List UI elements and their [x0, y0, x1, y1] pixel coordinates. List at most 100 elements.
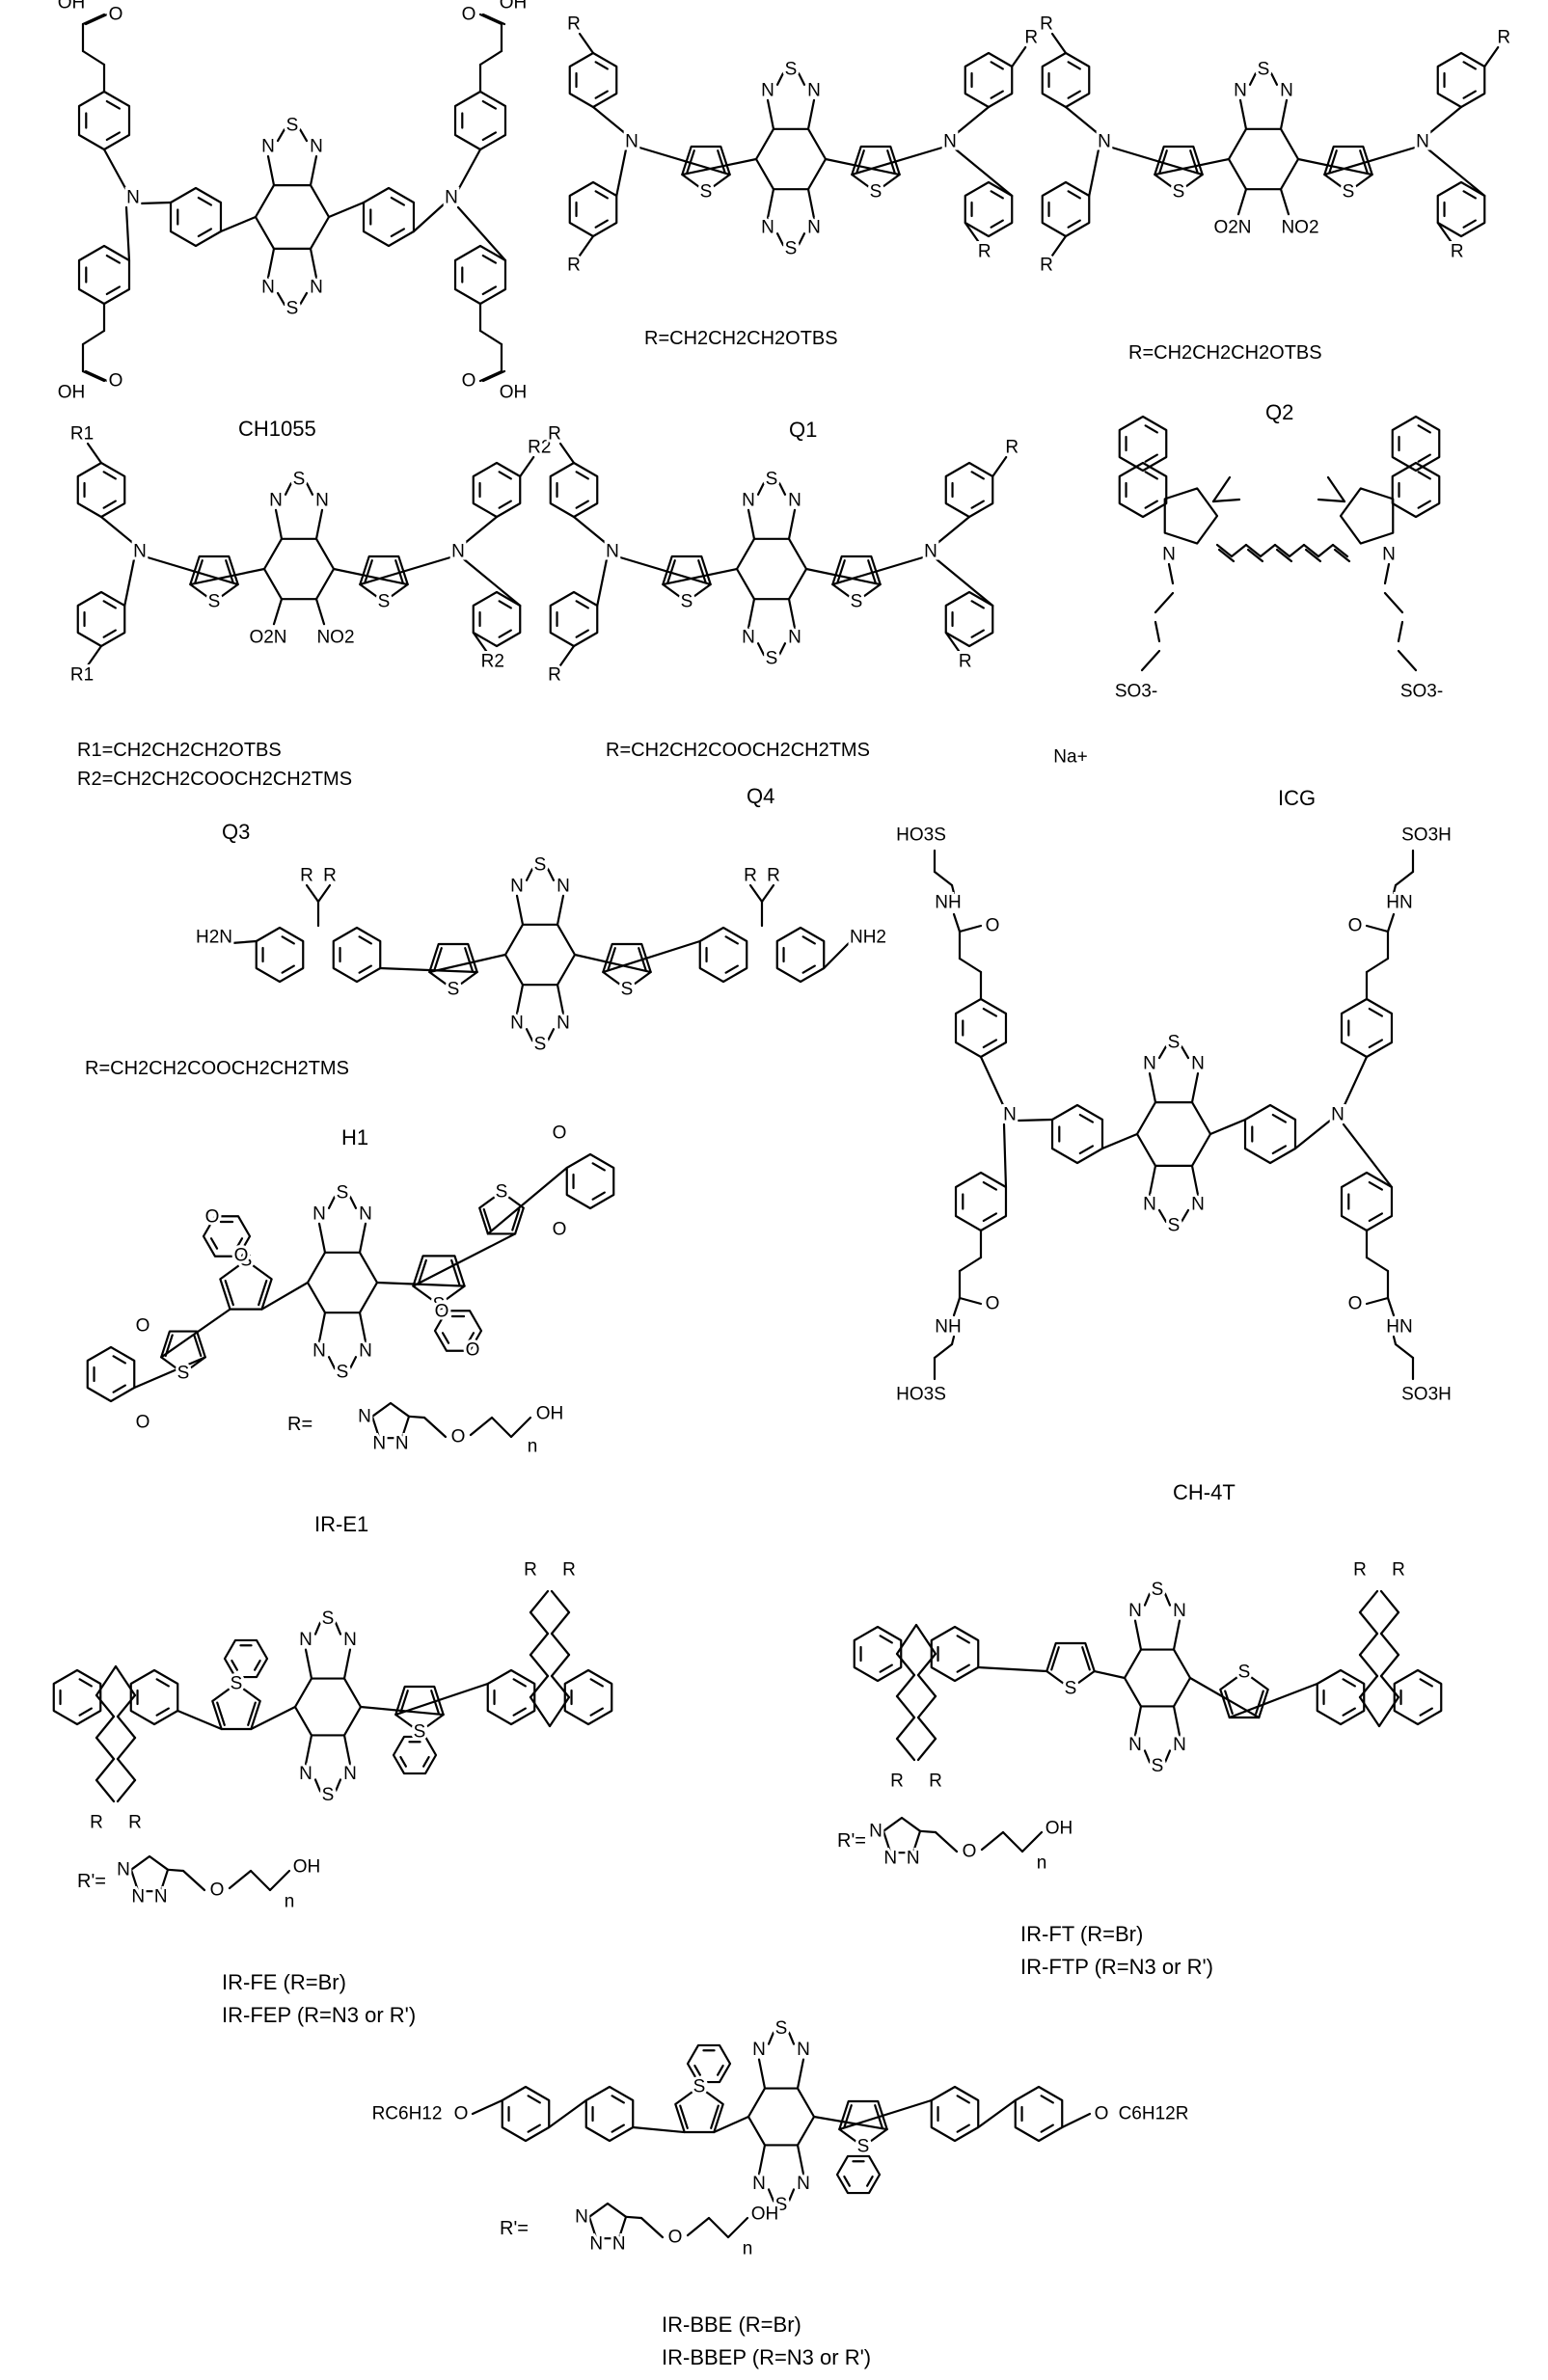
bond [573, 953, 652, 974]
bond [556, 984, 565, 1015]
bond [916, 1716, 937, 1741]
bond [980, 1830, 1005, 1852]
nitrogen-atom: N [924, 542, 937, 562]
nitrogen-atom: N [1191, 1054, 1205, 1074]
bond [1180, 1208, 1190, 1224]
double-bond [594, 219, 609, 229]
bond [276, 291, 286, 307]
formula-q2: R=CH2CH2CH2OTBS [1128, 342, 1322, 364]
bond [99, 515, 136, 546]
double-bond [482, 1207, 492, 1231]
triazole-ring [129, 1854, 170, 1893]
double-bond [481, 131, 498, 142]
bond [823, 941, 851, 970]
label-ir-bbe: IR-BBE (R=Br) [662, 2312, 801, 2337]
sulfonic-acid-group: HO3S [896, 1385, 946, 1405]
bond [1397, 620, 1404, 643]
bond [550, 1589, 571, 1614]
nitrogen-atom: N [1331, 1105, 1344, 1125]
bond [529, 1674, 550, 1699]
bond [276, 127, 286, 143]
bond [266, 154, 276, 187]
sulfur-atom: S [681, 592, 693, 612]
bond [767, 2188, 775, 2203]
bond [1279, 188, 1290, 216]
bond [1379, 1653, 1400, 1678]
bond [1392, 883, 1398, 895]
amide-group: HN [1386, 1317, 1412, 1338]
ir-e1-edot [219, 1258, 273, 1311]
bond [804, 567, 882, 586]
alkyl-chain: RC6H12 [372, 2104, 443, 2124]
sulfur-atom: S [785, 239, 798, 259]
bond [86, 442, 103, 465]
double-bond [1081, 1646, 1091, 1671]
bond [309, 247, 318, 280]
sulfur-atom: S [208, 592, 221, 612]
oxygen-atom: O [553, 1123, 567, 1144]
substituent-r: R [890, 1771, 904, 1792]
bond [249, 1869, 272, 1892]
bond [177, 1709, 223, 1731]
double-bond [801, 935, 816, 945]
q1-thiophene [681, 145, 731, 194]
double-bond [1271, 1113, 1288, 1123]
bond [550, 1674, 571, 1699]
bond [1392, 1335, 1398, 1346]
nitrogen-atom: N [1162, 545, 1176, 565]
q1-core [754, 127, 828, 191]
oxygen-atom: O [234, 1246, 249, 1266]
q4-thiophene [831, 554, 882, 604]
double-bond [102, 600, 117, 609]
sulfur-atom: S [766, 649, 778, 669]
nitrogen-atom: N [1173, 1735, 1186, 1755]
bond [268, 1869, 291, 1892]
bond [95, 1736, 116, 1761]
bond [84, 369, 109, 383]
polymethine-double [1304, 548, 1322, 563]
bond [456, 205, 507, 262]
bond [1323, 146, 1417, 176]
bond [95, 1757, 116, 1782]
bond [478, 49, 503, 67]
double-bond [512, 1678, 527, 1688]
bond [1483, 45, 1500, 68]
label-icg: ICG [1278, 786, 1317, 810]
bond [412, 202, 447, 233]
double-bond [433, 947, 443, 972]
bond [954, 148, 1014, 198]
label-ir-ftp: IR-FTP (R=N3 or R') [1020, 1955, 1213, 1979]
bond [638, 146, 731, 176]
bond [1190, 1164, 1200, 1197]
bond [1016, 1118, 1054, 1122]
bond [686, 2216, 711, 2237]
bond [348, 1195, 358, 1209]
nitrogen-atom: N [589, 2234, 603, 2255]
bond [933, 870, 954, 887]
polymethine-bond [1230, 543, 1248, 558]
bond [250, 1705, 297, 1731]
double-bond [1417, 500, 1431, 509]
double-bond [399, 1690, 409, 1715]
bond [747, 598, 756, 630]
bond [394, 1682, 489, 1717]
bond [375, 1281, 466, 1287]
bond [317, 1312, 327, 1343]
substituent-r: R [1040, 256, 1053, 276]
bond [327, 1356, 337, 1370]
bond [550, 1632, 571, 1657]
double-bond [102, 500, 117, 509]
bond [412, 1232, 517, 1287]
triazole-ring [370, 1401, 411, 1440]
ir-fe-edot [394, 1685, 445, 1734]
bond [123, 557, 136, 608]
formula-q3-r1: R1=CH2CH2CH2OTBS [77, 740, 282, 761]
bond [428, 953, 507, 974]
double-bond [970, 600, 985, 609]
label-ir-bbep: IR-BBEP (R=N3 or R') [662, 2345, 872, 2369]
double-bond [693, 2064, 701, 2076]
bond [958, 924, 983, 933]
bond [1148, 1164, 1157, 1197]
nitrogen-atom: N [797, 2174, 810, 2194]
double-bond [982, 1212, 998, 1223]
